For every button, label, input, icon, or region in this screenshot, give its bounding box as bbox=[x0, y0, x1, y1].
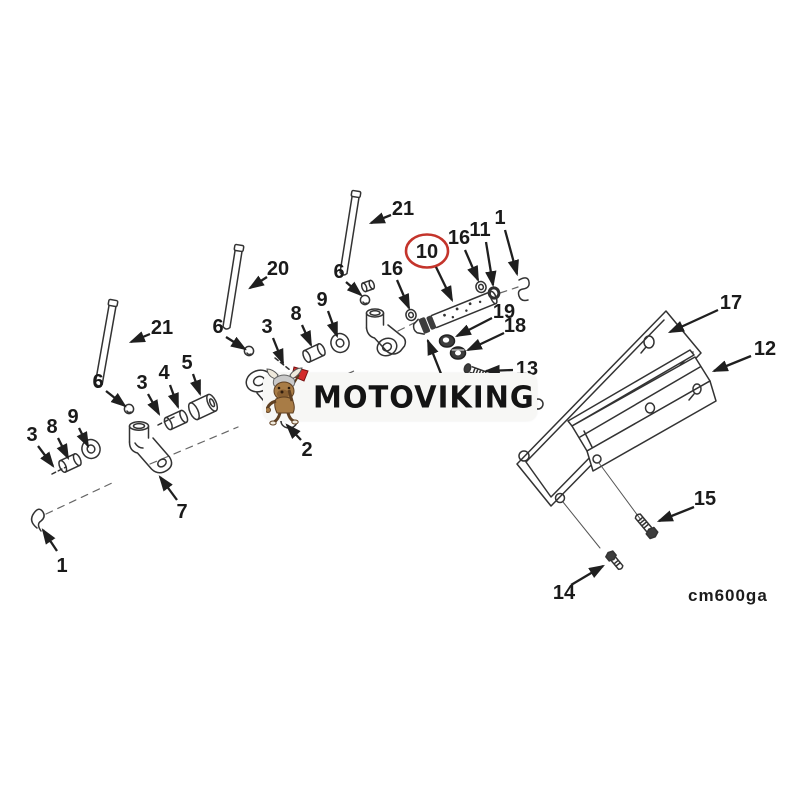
part-sleeve-left bbox=[58, 453, 82, 473]
part-label-3-mid-left: 3 bbox=[136, 372, 147, 394]
part-yoke-right bbox=[365, 308, 407, 357]
part-label-9-left: 9 bbox=[67, 406, 78, 428]
part-label-1-left: 1 bbox=[56, 555, 67, 577]
callout-arrow-10 bbox=[434, 266, 454, 303]
part-ring-16-right bbox=[475, 280, 487, 294]
callout-arrow-4 bbox=[167, 384, 180, 410]
callout-arrow-11 bbox=[484, 241, 497, 288]
callout-arrow-16-right bbox=[463, 249, 480, 283]
part-label-11: 11 bbox=[469, 219, 490, 241]
callout-arrow-9-mid bbox=[326, 310, 339, 339]
part-label-4: 4 bbox=[158, 362, 170, 384]
part-cover-12 bbox=[567, 349, 717, 472]
callout-arrow-21-left bbox=[128, 331, 151, 344]
callout-arrow-6-right bbox=[345, 281, 363, 297]
callout-arrow-19 bbox=[454, 316, 493, 338]
callout-arrow-14 bbox=[570, 564, 605, 586]
callout-arrow-15 bbox=[656, 505, 695, 523]
part-ball-6-right bbox=[359, 294, 371, 306]
part-label-17: 17 bbox=[720, 292, 742, 314]
callout-arrow-2 bbox=[285, 423, 302, 441]
part-rod-20 bbox=[222, 243, 245, 330]
part-label-15: 15 bbox=[694, 488, 716, 510]
callout-arrow-3-mid-left bbox=[146, 393, 161, 417]
leader-lines bbox=[562, 462, 642, 549]
callout-arrow-5 bbox=[190, 373, 202, 397]
callout-arrow-9-left bbox=[76, 427, 90, 449]
callout-arrow-7 bbox=[158, 475, 178, 501]
part-bolt-14 bbox=[605, 550, 624, 571]
part-label-16-left: 16 bbox=[381, 258, 403, 280]
part-label-3-mid: 3 bbox=[261, 316, 272, 338]
callout-arrow-8-mid bbox=[300, 324, 313, 348]
part-label-12: 12 bbox=[754, 338, 776, 360]
callout-arrow-3-mid bbox=[271, 337, 285, 366]
callout-arrow-20 bbox=[248, 275, 268, 290]
part-rod-21-right bbox=[339, 189, 362, 276]
callout-arrow-6-mid bbox=[225, 336, 247, 351]
part-label-21-right: 21 bbox=[392, 198, 414, 220]
watermark-band: MOTOVIKING bbox=[263, 373, 537, 421]
callout-arrow-1-right bbox=[503, 229, 519, 277]
callout-arrow-1-left bbox=[41, 528, 58, 552]
part-label-16-right: 16 bbox=[448, 227, 470, 249]
callout-arrow-18 bbox=[465, 331, 505, 352]
part-label-6-mid: 6 bbox=[212, 316, 223, 338]
callout-arrow-13 bbox=[483, 364, 514, 377]
part-pin-left bbox=[51, 466, 67, 475]
callout-arrow-17 bbox=[667, 308, 719, 334]
part-sleeve-4 bbox=[163, 409, 189, 431]
part-label-10: 10 bbox=[416, 241, 438, 263]
part-label-6-right: 6 bbox=[333, 261, 344, 283]
callout-arrow-3-left bbox=[37, 445, 55, 468]
part-label-19: 19 bbox=[493, 301, 515, 323]
part-label-3-left: 3 bbox=[26, 424, 37, 446]
callout-arrow-21-right bbox=[368, 212, 392, 225]
part-label-9-mid: 9 bbox=[316, 289, 327, 311]
part-clip-left bbox=[30, 508, 45, 532]
callout-arrow-8-left bbox=[56, 437, 70, 461]
callout-arrow-6-left bbox=[105, 390, 127, 408]
part-label-20: 20 bbox=[267, 258, 289, 280]
part-ring-left bbox=[81, 438, 101, 460]
callout-arrow-12 bbox=[711, 354, 752, 373]
figure-code: cm600ga bbox=[688, 586, 768, 605]
part-clip-right bbox=[517, 277, 530, 302]
part-label-8-left: 8 bbox=[46, 416, 57, 438]
part-label-18: 18 bbox=[504, 315, 526, 337]
part-sleeve-21-right bbox=[360, 279, 376, 293]
part-ball-6-left bbox=[123, 403, 135, 415]
part-label-7: 7 bbox=[176, 501, 187, 523]
part-rod-21-left bbox=[94, 298, 119, 387]
part-bolt-15 bbox=[634, 513, 659, 540]
part-sleeve-8-mid bbox=[302, 343, 326, 363]
highlight-circle-10 bbox=[404, 233, 450, 269]
part-label-1-right: 1 bbox=[494, 207, 505, 229]
part-label-8-mid: 8 bbox=[290, 303, 301, 325]
watermark-text: MOTOVIKING bbox=[313, 379, 535, 415]
viking-mascot-icon bbox=[266, 366, 309, 426]
part-link-tube-10 bbox=[412, 290, 498, 335]
callout-arrow-16-left bbox=[395, 279, 411, 311]
part-label-14: 14 bbox=[553, 582, 576, 604]
part-nut-18 bbox=[449, 346, 467, 360]
part-nut-19 bbox=[438, 334, 456, 348]
part-label-5: 5 bbox=[181, 352, 192, 374]
part-ring-9-mid bbox=[330, 332, 350, 354]
part-label-21-left: 21 bbox=[151, 317, 173, 339]
part-label-6-left: 6 bbox=[92, 371, 103, 393]
part-ring-16-left bbox=[405, 308, 417, 322]
part-ball-6-mid bbox=[243, 345, 255, 357]
part-label-2: 2 bbox=[301, 439, 312, 461]
part-pin-mid-left bbox=[157, 416, 175, 426]
part-yoke-7 bbox=[128, 421, 173, 474]
part-bushing-5 bbox=[187, 393, 219, 421]
